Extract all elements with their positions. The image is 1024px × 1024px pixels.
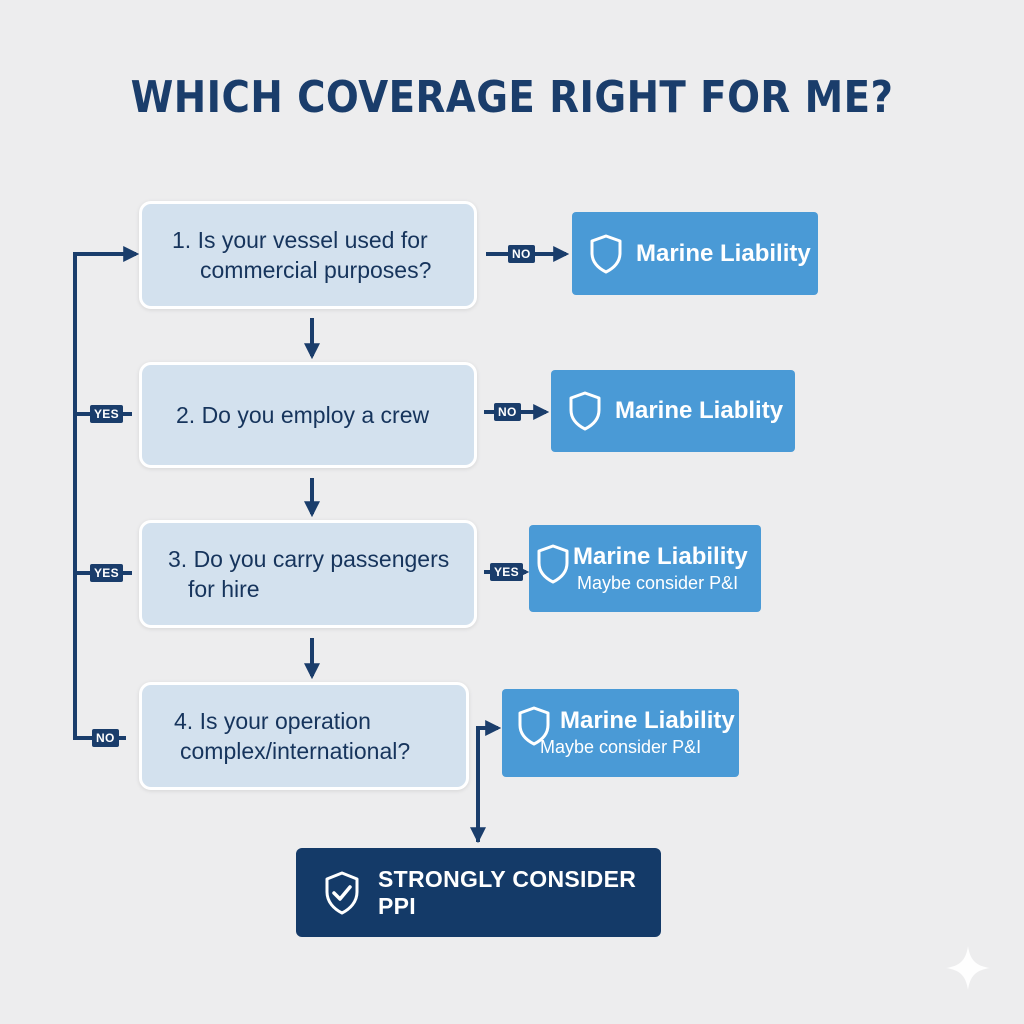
sparkle-icon [946,946,990,990]
badge-yes-left-1: YES [90,405,123,423]
result-3-sub: Maybe consider P&I [577,572,739,593]
badge-no-left-3: NO [92,729,119,747]
result-box-2: Marine Liablity [551,370,795,452]
badge-yes-left-2: YES [90,564,123,582]
left-loop-line [73,252,134,740]
branch-q4 [476,720,502,842]
question-4-line2: complex/international? [180,738,411,764]
shield-icon [537,544,569,584]
page-title: WHICH COVERAGE RIGHT FOR ME? [130,72,894,123]
result-2-main: Marine Liablity [615,397,784,424]
shield-icon [590,234,622,273]
question-4-line1: 4. Is your operation [174,708,371,734]
question-box-3: 3. Do you carry passengers for hire [139,520,477,628]
result-4-sub: Maybe consider P&I [540,737,702,757]
result-3-main: Marine Liability [573,542,748,570]
question-box-2: 2. Do you employ a crew [139,362,477,468]
question-box-4: 4. Is your operation complex/internation… [139,682,469,790]
final-label: STRONGLY CONSIDER PPI [378,865,637,919]
result-box-1: Marine Liability [572,212,818,295]
question-3-line1: 3. Do you carry passengers [168,546,450,572]
result-box-4: Marine Liability Maybe consider P&I [502,689,739,777]
result-box-3: Marine Liability Maybe consider P&I [529,525,761,612]
question-1-line1: 1. Is your vessel used for [172,227,428,253]
badge-no-1: NO [508,245,535,263]
question-1-line2: commercial purposes? [200,257,432,283]
result-4-main: Marine Liability [560,707,735,734]
badge-no-2: NO [494,403,521,421]
question-box-1: 1. Is your vessel used for commercial pu… [139,201,477,309]
question-3-line2: for hire [188,576,260,602]
badge-yes-3: YES [490,563,523,581]
shield-icon [569,391,601,431]
shield-check-icon [325,871,359,914]
final-recommendation: STRONGLY CONSIDER PPI [296,848,661,937]
shield-icon [518,706,550,746]
result-1-main: Marine Liability [636,239,811,267]
question-2-line1: 2. Do you employ a crew [176,402,430,428]
